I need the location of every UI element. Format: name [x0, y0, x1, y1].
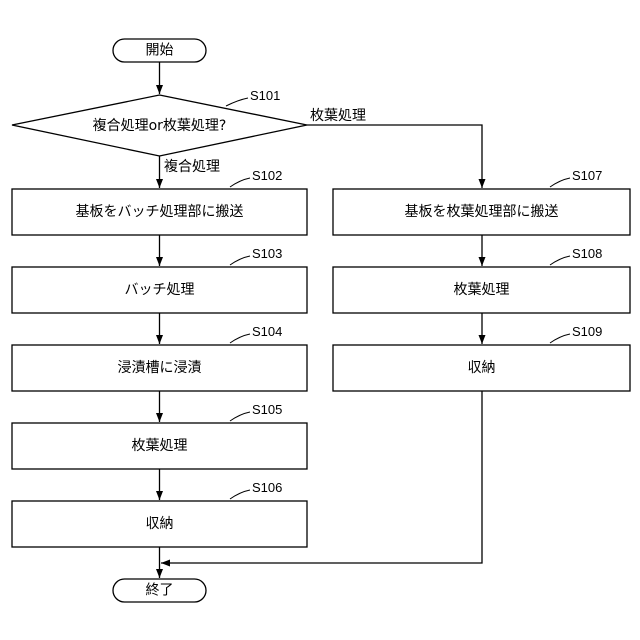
arrow-decision-to-s107	[307, 125, 482, 188]
step-leader-s107	[550, 178, 570, 187]
step-leader-s106	[230, 490, 250, 499]
step-leader-s108	[550, 256, 570, 265]
branch-label-left: 複合処理	[164, 158, 220, 175]
process-label-s109: 収納	[468, 360, 496, 376]
step-leader-s109	[550, 334, 570, 343]
step-label-s108: S108	[572, 246, 602, 261]
start-terminal: 開始	[113, 39, 206, 62]
branch-label-right: 枚葉処理	[310, 108, 366, 124]
step-leader-s102	[230, 178, 250, 187]
step-leader-s103	[230, 256, 250, 265]
end-terminal: 終了	[113, 579, 206, 602]
step-label-s103: S103	[252, 246, 282, 261]
decision-s101: 複合処理or枚葉処理? S101	[12, 88, 307, 156]
decision-label: 複合処理or枚葉処理?	[93, 117, 227, 134]
step-leader-s105	[230, 412, 250, 421]
step-label-s101: S101	[250, 88, 280, 103]
step-label-s107: S107	[572, 168, 602, 183]
start-label: 開始	[146, 43, 174, 59]
end-label: 終了	[146, 583, 174, 599]
process-label-s105: 枚葉処理	[132, 438, 188, 454]
step-label-s102: S102	[252, 168, 282, 183]
process-label-s108: 枚葉処理	[454, 282, 510, 298]
process-label-s103: バッチ処理	[125, 282, 195, 298]
step-label-s105: S105	[252, 402, 282, 417]
process-label-s102: 基板をバッチ処理部に搬送	[76, 203, 244, 220]
process-label-s107: 基板を枚葉処理部に搬送	[405, 203, 559, 220]
step-label-s109: S109	[572, 324, 602, 339]
step-leader-s101	[226, 98, 248, 106]
process-label-s106: 収納	[146, 516, 174, 532]
process-label-s104: 浸漬槽に浸漬	[118, 360, 202, 376]
step-label-s106: S106	[252, 480, 282, 495]
step-label-s104: S104	[252, 324, 282, 339]
step-leader-s104	[230, 334, 250, 343]
